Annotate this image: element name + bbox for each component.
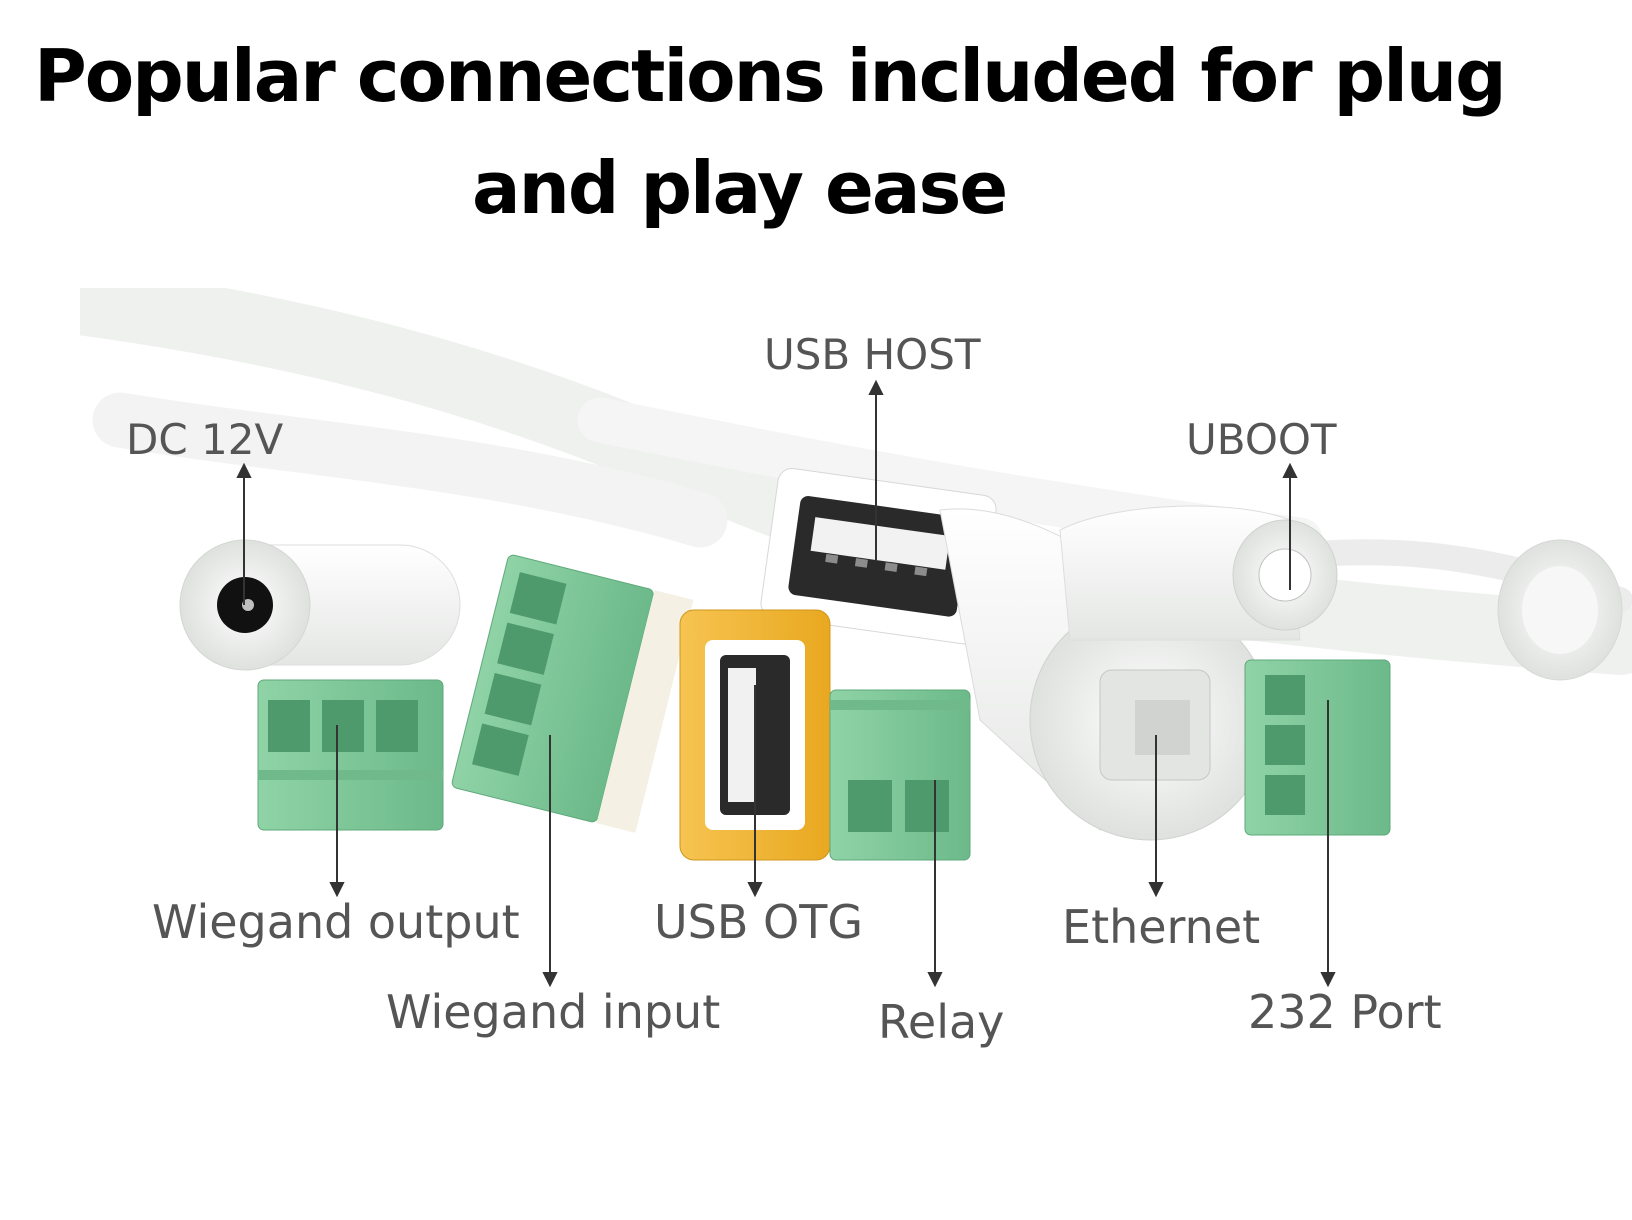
connector-cables-photo — [80, 288, 1632, 988]
usb-host-plug — [760, 468, 997, 645]
label-usb-otg: USB OTG — [654, 895, 863, 949]
label-usb-host: USB HOST — [764, 330, 981, 379]
ethernet-plug — [939, 508, 1271, 841]
right-cable-cap — [1497, 539, 1623, 681]
title-line-2: and play ease — [472, 146, 1008, 230]
title-line-1: Popular connections included for plug — [34, 34, 1507, 118]
label-ethernet: Ethernet — [1062, 900, 1261, 954]
label-232-port: 232 Port — [1248, 985, 1442, 1039]
dc12v-plug — [179, 539, 461, 671]
label-uboot: UBOOT — [1186, 415, 1337, 464]
wiegand-input-terminal — [451, 554, 694, 833]
uboot-plug — [1059, 505, 1338, 641]
callout-arrows — [236, 379, 1336, 988]
label-dc12v: DC 12V — [126, 415, 284, 464]
wiegand-output-terminal — [257, 679, 444, 831]
relay-terminal — [829, 689, 971, 861]
label-relay: Relay — [878, 995, 1005, 1049]
label-wiegand-output: Wiegand output — [152, 895, 520, 949]
port232-terminal — [1244, 659, 1391, 836]
label-wiegand-input: Wiegand input — [386, 985, 721, 1039]
